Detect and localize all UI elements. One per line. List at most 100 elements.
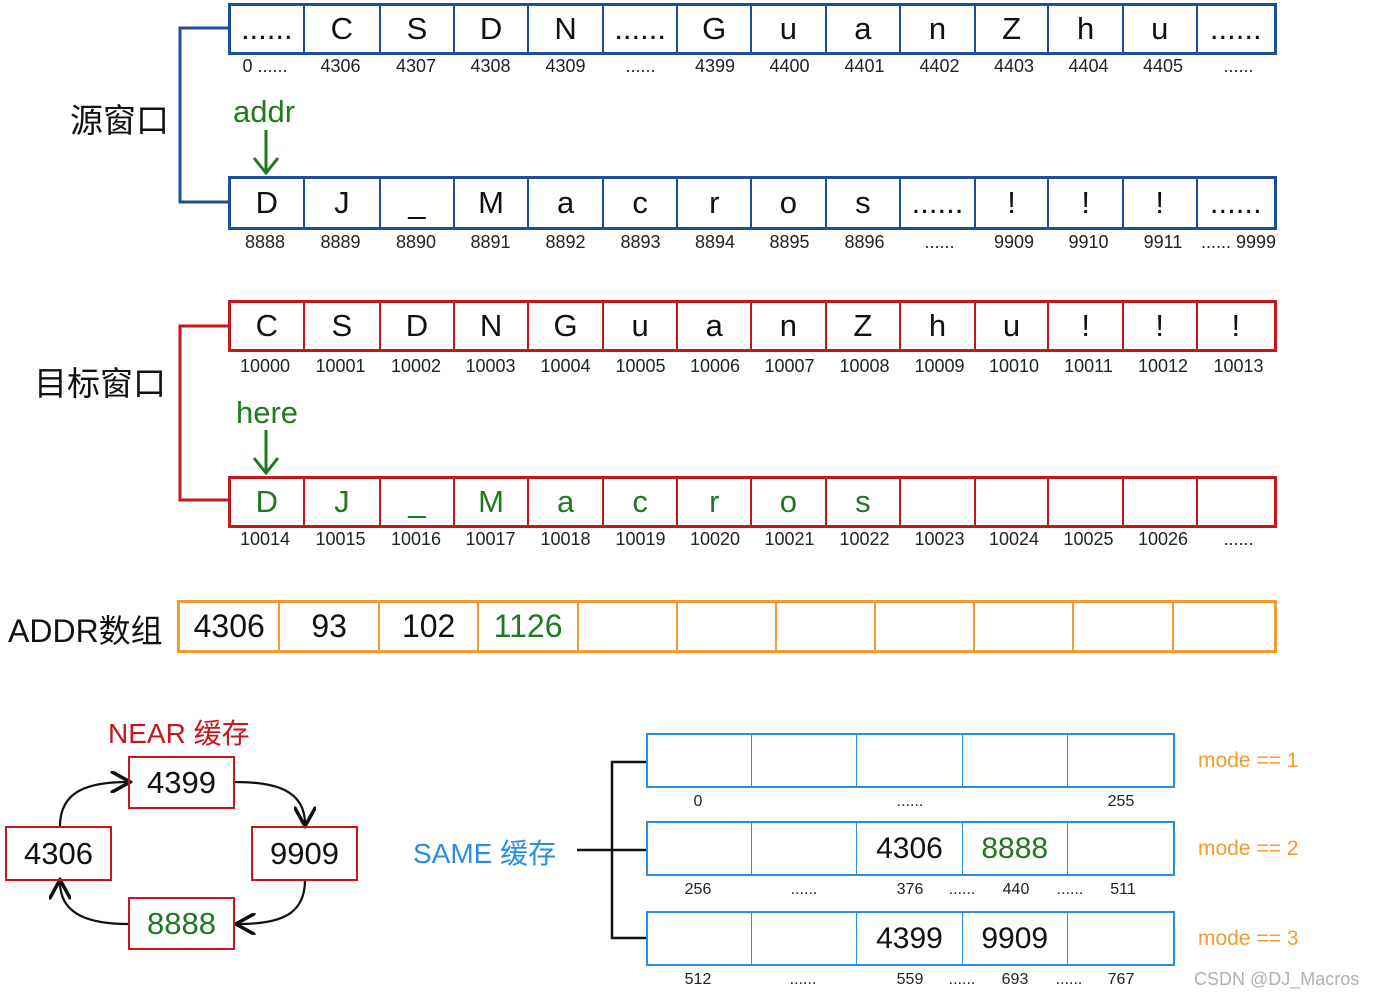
addr-cell [678, 603, 777, 650]
tgt2-cell: D [231, 479, 305, 525]
index-label: 4401 [844, 56, 885, 76]
same-cache-index: ...... [1056, 881, 1084, 898]
same-cache-index: ...... [1055, 971, 1083, 988]
src2-cell: M [455, 179, 530, 227]
tgt2-cell [1049, 479, 1124, 525]
index-label: ...... 9999 [1200, 232, 1277, 252]
index-label: 9911 [1143, 232, 1183, 252]
index-label: 4405 [1142, 56, 1184, 76]
index-label: 10001 [315, 356, 366, 376]
same-cache-label: SAME 缓存 [413, 838, 557, 869]
tgt1-cell: ! [1231, 308, 1241, 343]
same-cache-index: 512 [684, 971, 712, 988]
src1-cell: D [455, 6, 530, 52]
index-label: 10006 [689, 356, 741, 376]
near-cache-left: 4306 [5, 826, 112, 881]
src1-cell: ...... [1209, 11, 1262, 46]
src1-cell: G [678, 6, 753, 52]
addr-cell [876, 603, 975, 650]
tgt2-cell: s [827, 479, 902, 525]
index-label: 8896 [844, 232, 885, 252]
src1-cell: N [529, 6, 604, 52]
tgt1-cell: C [231, 303, 305, 349]
index-label: ...... [1223, 56, 1254, 76]
index-label: 8894 [694, 232, 736, 252]
src1-cell: u [1124, 6, 1198, 52]
watermark: CSDN @DJ_Macros [1194, 969, 1360, 989]
index-label: 4307 [395, 56, 437, 76]
src1-cell: ...... [231, 6, 305, 52]
same-cache-cell: 8888 [963, 823, 1068, 874]
same-cache-index: ...... [789, 971, 817, 988]
index-label: 8893 [620, 232, 661, 252]
target-window-label: 目标窗口 [34, 365, 166, 402]
index-label: 10010 [988, 356, 1040, 376]
index-label: 10018 [540, 529, 591, 549]
index-label: 10025 [1063, 529, 1114, 549]
tgt1-cell: ! [1124, 303, 1198, 349]
tgt1-cell: ! [1049, 303, 1124, 349]
addr-cell [1174, 603, 1274, 650]
addr-cell [975, 603, 1075, 650]
same-cache-index: 693 [1001, 971, 1029, 988]
src1-cell: ...... [604, 6, 679, 52]
same-cache-index: 511 [1110, 881, 1136, 898]
src2-cell: ...... [1209, 185, 1262, 220]
tgt2-cell: o [752, 479, 827, 525]
index-label: 10009 [914, 356, 965, 376]
same-cache-cell [648, 735, 753, 786]
src1-cell: a [827, 6, 902, 52]
same-cache-cell [1068, 913, 1173, 964]
index-label: 10022 [839, 529, 890, 549]
near-cache-bottom: 8888 [128, 897, 235, 950]
index-label: 10014 [239, 529, 291, 549]
index-label: 10023 [914, 529, 965, 549]
index-label: 4404 [1068, 56, 1109, 76]
addr-cell: 4306 [180, 603, 281, 650]
src2-cell: r [678, 179, 753, 227]
target-bracket [178, 324, 230, 502]
same-cache-cell [1068, 735, 1173, 786]
index-label: 10019 [615, 529, 666, 549]
tgt1-cell: N [455, 303, 530, 349]
tgt2-cell: J [305, 479, 382, 525]
index-label: 8890 [395, 232, 437, 252]
index-label: 10008 [839, 356, 890, 376]
source-window-label: 源窗口 [70, 102, 169, 139]
index-label: ...... [625, 56, 656, 76]
same-cache-mode-label: mode == 3 [1198, 927, 1299, 950]
tgt1-cell: a [678, 303, 753, 349]
index-label: 10004 [540, 356, 591, 376]
tgt2-cell: c [604, 479, 679, 525]
index-label: ...... [1223, 529, 1254, 549]
src2-cell: D [231, 179, 305, 227]
tgt2-cell: a [529, 479, 604, 525]
index-label: 10002 [390, 356, 442, 376]
tgt2-cell [1198, 479, 1275, 525]
same-cache-index: 440 [1002, 881, 1030, 898]
addr-pointer-label: addr [233, 94, 296, 129]
addr-cell: 1126 [479, 603, 579, 650]
addr-cell [579, 603, 679, 650]
here-arrow [252, 430, 280, 476]
same-cache-index: ...... [790, 881, 818, 898]
src1-cell: C [305, 6, 382, 52]
src1-cell: S [381, 6, 455, 52]
same-cache-bracket [577, 760, 646, 940]
same-cache-cell [648, 913, 753, 964]
index-label: 10000 [239, 356, 291, 376]
same-cache-index: ...... [948, 971, 976, 988]
src2-cell: c [604, 179, 679, 227]
index-label: 8889 [320, 232, 361, 252]
same-cache-index: 376 [896, 881, 924, 898]
index-label: 10020 [689, 529, 741, 549]
index-label: 4308 [470, 56, 511, 76]
tgt1-cell: S [305, 303, 382, 349]
index-label: 10011 [1064, 356, 1113, 376]
same-cache-mode-label: mode == 2 [1198, 837, 1299, 860]
